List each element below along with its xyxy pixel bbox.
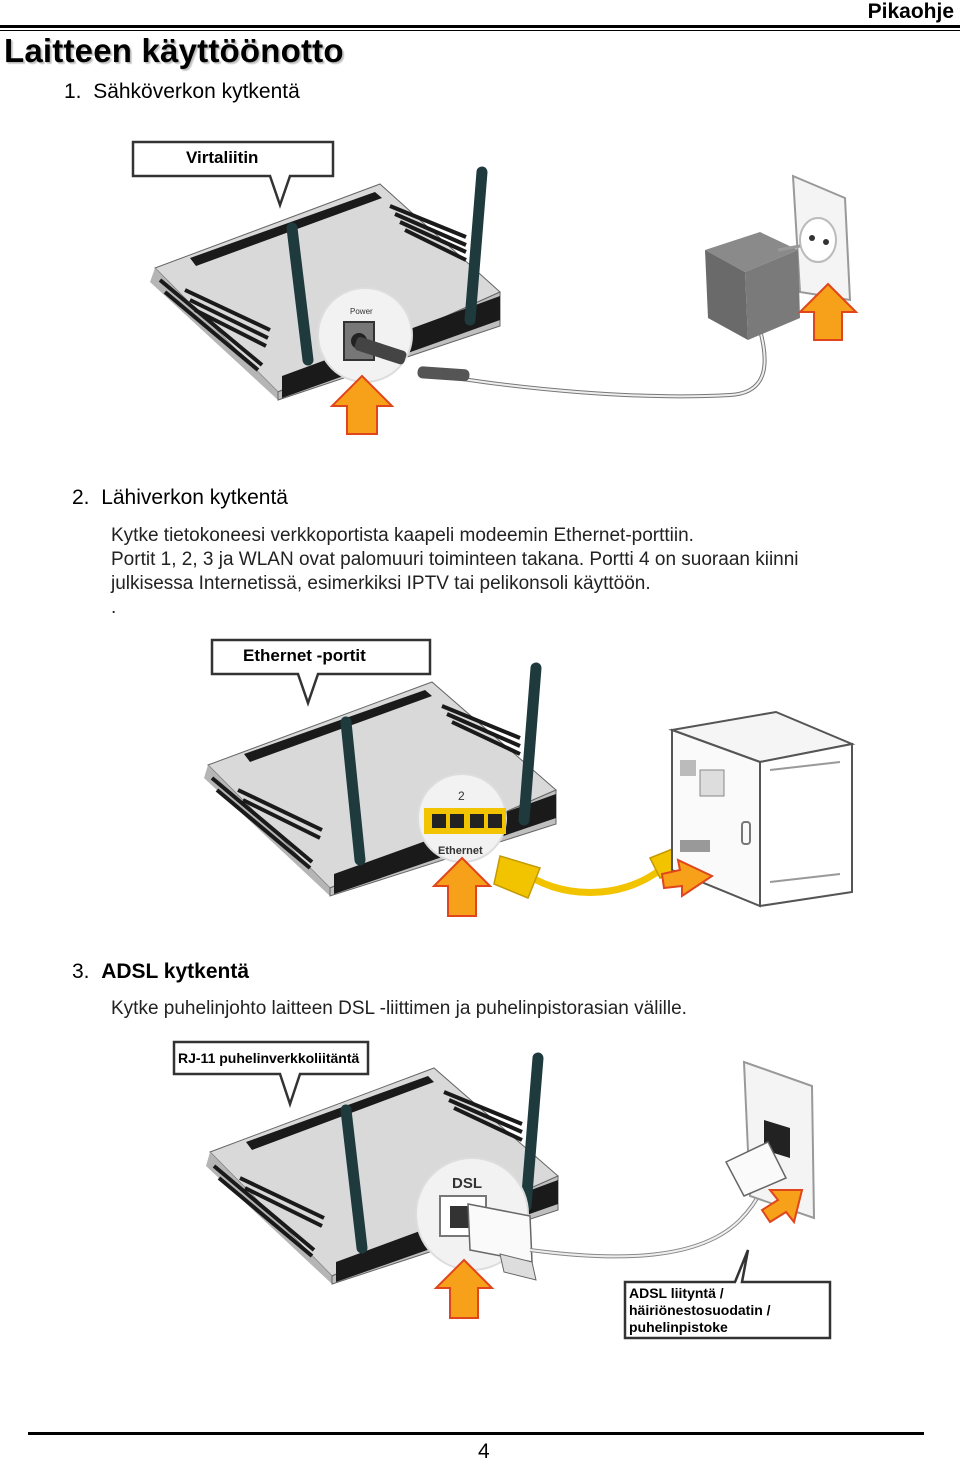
power-adapter — [705, 174, 852, 340]
arrow-right-icon — [660, 858, 715, 898]
paragraph-line: julkisessa Internetissä, esimerkiksi IPT… — [111, 573, 651, 594]
section-1-title: Sähköverkon kytkentä — [93, 80, 300, 103]
section-2-number: 2. — [72, 486, 90, 509]
section-2-title: Lähiverkon kytkentä — [101, 486, 288, 509]
section-3-title: ADSL kytkentä — [101, 960, 250, 983]
section-2-paragraph: Kytke tietokoneesi verkkoportista kaapel… — [111, 524, 931, 620]
section-1-number: 1. — [64, 80, 82, 103]
callout-adsl — [623, 1249, 832, 1340]
power-port-closeup — [317, 287, 413, 383]
callout-adsl-line: ADSL liityntä / — [629, 1285, 724, 1301]
section-2-heading: 2. Lähiverkon kytkentä — [72, 486, 288, 510]
dsl-port-label: DSL — [452, 1175, 482, 1192]
header-rule — [0, 25, 960, 28]
pc-tower — [668, 710, 856, 908]
paragraph-line: Portit 1, 2, 3 ja WLAN ovat palomuuri to… — [111, 549, 799, 570]
wall-phone-jack — [724, 1060, 816, 1220]
power-port-label: Power — [350, 307, 373, 316]
section-1-heading: 1. Sähköverkon kytkentä — [64, 80, 300, 104]
callout-adsl-line: puhelinpistoke — [629, 1319, 728, 1335]
header-rule-thin — [0, 30, 960, 31]
callout-adsl-line: häiriönestosuodatin / — [629, 1302, 771, 1318]
ethernet-port-label: Ethernet — [438, 845, 483, 857]
ethernet-port-number: 2 — [458, 789, 465, 803]
arrow-up-right-icon — [760, 1189, 804, 1225]
callout-virtaliitin-label: Virtaliitin — [186, 148, 259, 167]
callout-adsl-label: ADSL liityntä / häiriönestosuodatin / pu… — [629, 1285, 771, 1336]
arrow-up-icon — [433, 1258, 495, 1319]
document-tag: Pikaohje — [867, 0, 954, 23]
ethernet-port-closeup — [417, 773, 507, 863]
paragraph-line: . — [111, 597, 117, 618]
page-title: Laitteen käyttöönotto — [4, 32, 344, 69]
section-3-number: 3. — [72, 960, 90, 983]
section-3-heading: 3. ADSL kytkentä — [72, 960, 249, 984]
callout-virtaliitin — [131, 140, 335, 209]
section-3-paragraph: Kytke puhelinjohto laitteen DSL -liittim… — [111, 998, 687, 1019]
page-number: 4 — [478, 1440, 490, 1463]
callout-rj11 — [172, 1040, 370, 1108]
dsl-port-closeup — [415, 1157, 537, 1281]
callout-rj11-label: RJ-11 puhelinverkkoliitäntä — [178, 1050, 360, 1066]
arrow-up-icon — [431, 856, 493, 917]
arrow-up-icon — [797, 282, 859, 341]
paragraph-line: Kytke tietokoneesi verkkoportista kaapel… — [111, 525, 694, 546]
callout-ethernet-portit-label: Ethernet -portit — [243, 646, 366, 665]
footer-rule — [28, 1432, 924, 1435]
callout-ethernet-portit — [210, 638, 432, 707]
arrow-up-icon — [329, 374, 395, 435]
